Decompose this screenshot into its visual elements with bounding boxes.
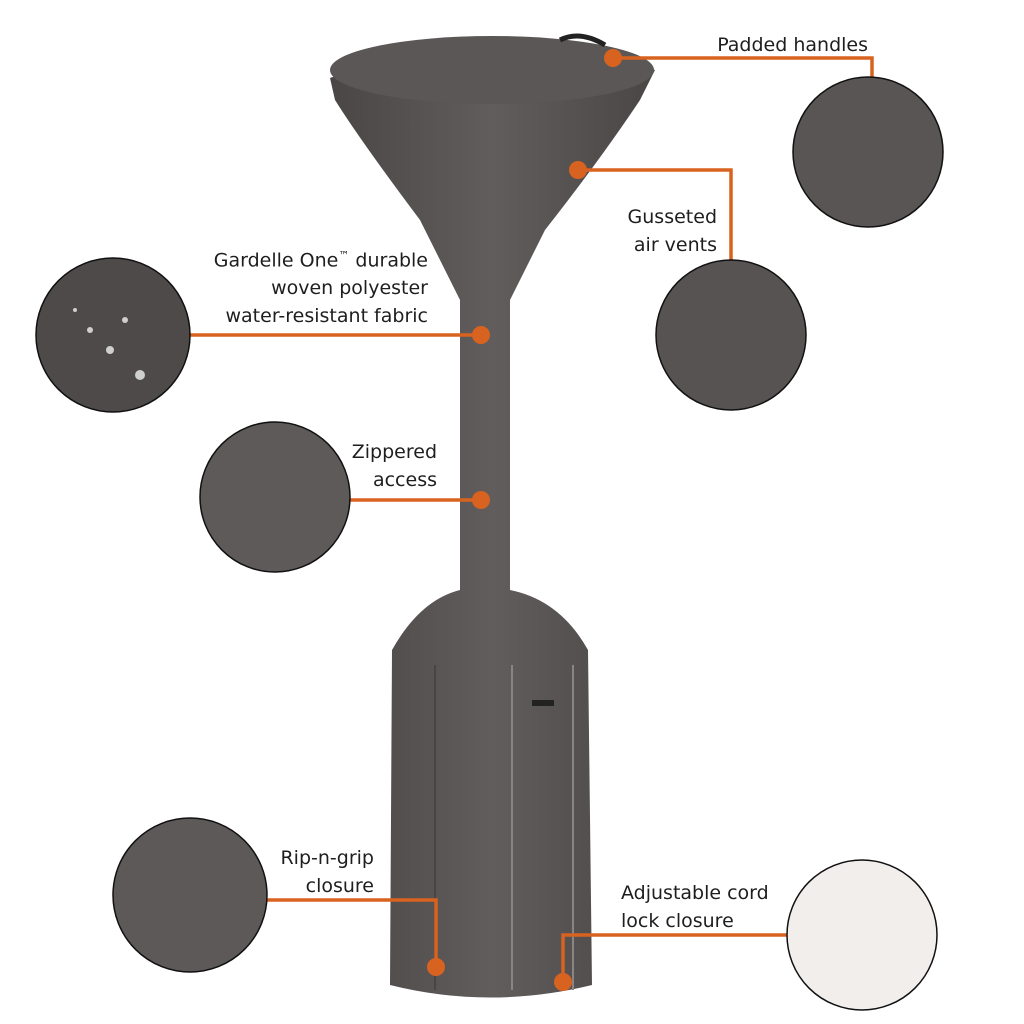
heater-cover: [330, 33, 655, 998]
label-padded-handles: Padded handles: [717, 34, 868, 56]
detail-air-vents: [655, 259, 807, 411]
label-line: Rip-n-grip: [280, 847, 374, 869]
label-line: air vents: [633, 234, 717, 256]
label-gusseted-air-vents: Gusseted air vents: [628, 203, 717, 259]
detail-rip-n-grip: [112, 817, 268, 973]
label-line: woven polyester: [271, 277, 428, 300]
label-cord-lock: Adjustable cord lock closure: [621, 879, 769, 935]
detail-fabric: [35, 257, 191, 413]
label-line: lock closure: [621, 910, 734, 932]
label-line: Zippered: [351, 441, 437, 463]
handle-icon: [558, 33, 607, 48]
label-line: access: [372, 469, 437, 491]
callout-lines: [190, 56, 874, 982]
callout-dots: [427, 49, 622, 991]
label-line: Gardelle One™ durable: [213, 249, 428, 272]
detail-cord-lock: [786, 859, 938, 1011]
label-line: water-resistant fabric: [225, 305, 429, 328]
label-fabric: Gardelle One™ durable woven polyester wa…: [214, 242, 428, 330]
label-line: Gusseted: [627, 206, 717, 228]
detail-circles: [35, 76, 944, 1011]
detail-padded-handles: [792, 76, 944, 228]
label-line: closure: [305, 875, 374, 897]
label-zippered-access: Zippered access: [352, 438, 437, 494]
label-rip-n-grip: Rip-n-grip closure: [280, 844, 374, 900]
water-drops: [73, 308, 145, 380]
detail-zipper: [199, 421, 351, 573]
label-line: Adjustable cord: [621, 882, 769, 904]
